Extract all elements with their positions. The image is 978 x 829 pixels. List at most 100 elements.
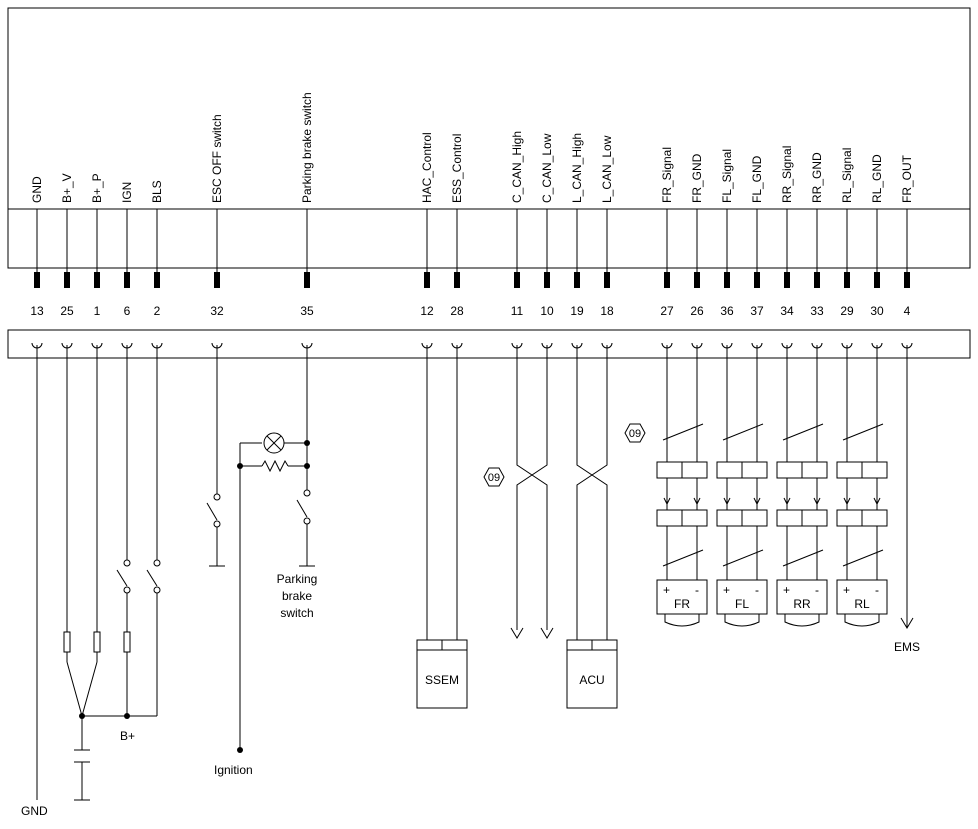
pin-signal-label: IGN — [120, 182, 134, 203]
pin-number: 34 — [780, 304, 794, 318]
pin-column: L_CAN_Low 18 — [600, 135, 614, 349]
pin-terminal — [124, 272, 130, 288]
sensor-plus: + — [783, 583, 790, 597]
pin-number: 4 — [904, 304, 911, 318]
pin-signal-label: B+_P — [90, 173, 104, 203]
wheel-sensor-rr: + -RR — [776, 345, 828, 627]
pin-signal-label: RL_GND — [870, 154, 884, 203]
pin-number: 2 — [154, 304, 161, 318]
c-can-bus: 09 — [483, 345, 554, 639]
pin-column: FR_OUT 4 — [900, 154, 914, 349]
pin-terminal — [214, 272, 220, 288]
pin-column: BLS 2 — [150, 180, 164, 349]
fuse-1 — [63, 631, 71, 653]
pin-column: GND 13 — [30, 176, 44, 349]
acu-label: ACU — [579, 673, 604, 687]
pin-number: 37 — [750, 304, 764, 318]
pin-terminal — [664, 272, 670, 288]
pin-column: FL_GND 37 — [750, 155, 764, 349]
bplus-label: B+ — [120, 729, 135, 743]
connector-housing — [7, 7, 971, 269]
pin-column: C_CAN_Low 10 — [540, 133, 554, 349]
pin-number: 27 — [660, 304, 674, 318]
pin-number: 32 — [210, 304, 224, 318]
pin-terminal — [874, 272, 880, 288]
sensor-name: FL — [735, 597, 749, 611]
pin-signal-label: FR_GND — [690, 153, 704, 203]
pin-number: 36 — [720, 304, 734, 318]
pin-signal-label: L_CAN_Low — [600, 135, 614, 203]
hex-badge-can — [483, 467, 505, 487]
pin-terminal — [694, 272, 700, 288]
parking-label-1: Parking — [277, 572, 318, 586]
wheel-sensors: +-FR+-FL+-RR+-RL — [656, 345, 888, 627]
pin-signal-label: C_CAN_High — [510, 131, 524, 203]
pin-column: RR_Signal 34 — [780, 146, 794, 349]
pin-number: 10 — [540, 304, 554, 318]
pin-column: IGN 6 — [120, 182, 134, 349]
hex-can-label: 09 — [488, 472, 500, 484]
parking-brake-circuit: Ignition Parking brake switch — [214, 345, 317, 777]
pin-signal-label: RR_Signal — [780, 146, 794, 203]
pin-number: 19 — [570, 304, 584, 318]
ssem-module: SSEM — [416, 345, 468, 709]
pin-signal-label: FL_GND — [750, 155, 764, 203]
pin-column: B+_V25 — [60, 173, 74, 349]
sensor-minus: - — [875, 583, 879, 597]
fuse-2 — [93, 631, 101, 653]
pin-column: FL_Signal 36 — [720, 149, 734, 349]
pin-signal-label: GND — [30, 176, 44, 203]
pin-terminal — [604, 272, 610, 288]
pin-column: L_CAN_High 19 — [570, 133, 584, 349]
pin-number: 28 — [450, 304, 464, 318]
pin-signal-label: L_CAN_High — [570, 133, 584, 203]
pin-signal-label: Parking brake switch — [300, 92, 314, 203]
sensor-plus: + — [663, 583, 670, 597]
pin-number: 18 — [600, 304, 614, 318]
pin-column: B+_P1 — [90, 173, 104, 349]
sensor-minus: - — [695, 583, 699, 597]
pin-terminal — [304, 272, 310, 288]
pin-signal-label: RR_GND — [810, 152, 824, 203]
pin-signal-label: FR_OUT — [900, 154, 914, 203]
wheel-sensor-fr: + -FR — [656, 345, 708, 627]
pin-signal-label: B+_V — [60, 173, 74, 203]
pin-number: 12 — [420, 304, 434, 318]
pin-signal-label: BLS — [150, 180, 164, 203]
sensor-plus: + — [843, 583, 850, 597]
pin-signal-label: FL_Signal — [720, 149, 734, 203]
pin-signal-label: FR_Signal — [660, 147, 674, 203]
ems-output: EMS — [894, 345, 920, 654]
pin-column: RL_Signal 29 — [840, 148, 854, 349]
sensor-plus: + — [723, 583, 730, 597]
pin-terminal — [514, 272, 520, 288]
fuse-3 — [123, 631, 131, 653]
pin-number: 13 — [30, 304, 44, 318]
pin-terminal — [64, 272, 70, 288]
gnd-label: GND — [21, 804, 48, 818]
sensor-minus: - — [815, 583, 819, 597]
sensor-name: RR — [793, 597, 811, 611]
ground-circuit: GND — [21, 345, 48, 818]
pin-terminal — [154, 272, 160, 288]
pin-terminal — [814, 272, 820, 288]
pin-signal-label: C_CAN_Low — [540, 133, 554, 203]
sensor-name: FR — [674, 597, 690, 611]
pin-terminal — [424, 272, 430, 288]
acu-module: ACU — [566, 345, 618, 709]
pin-number: 29 — [840, 304, 854, 318]
pin-signal-label: RL_Signal — [840, 148, 854, 203]
pin-terminal — [724, 272, 730, 288]
pin-terminal — [784, 272, 790, 288]
harness-connector — [7, 329, 971, 359]
pin-number: 6 — [124, 304, 131, 318]
wheel-sensor-fl: +-FL — [716, 345, 768, 627]
ssem-label: SSEM — [425, 673, 459, 687]
pin-terminal — [454, 272, 460, 288]
